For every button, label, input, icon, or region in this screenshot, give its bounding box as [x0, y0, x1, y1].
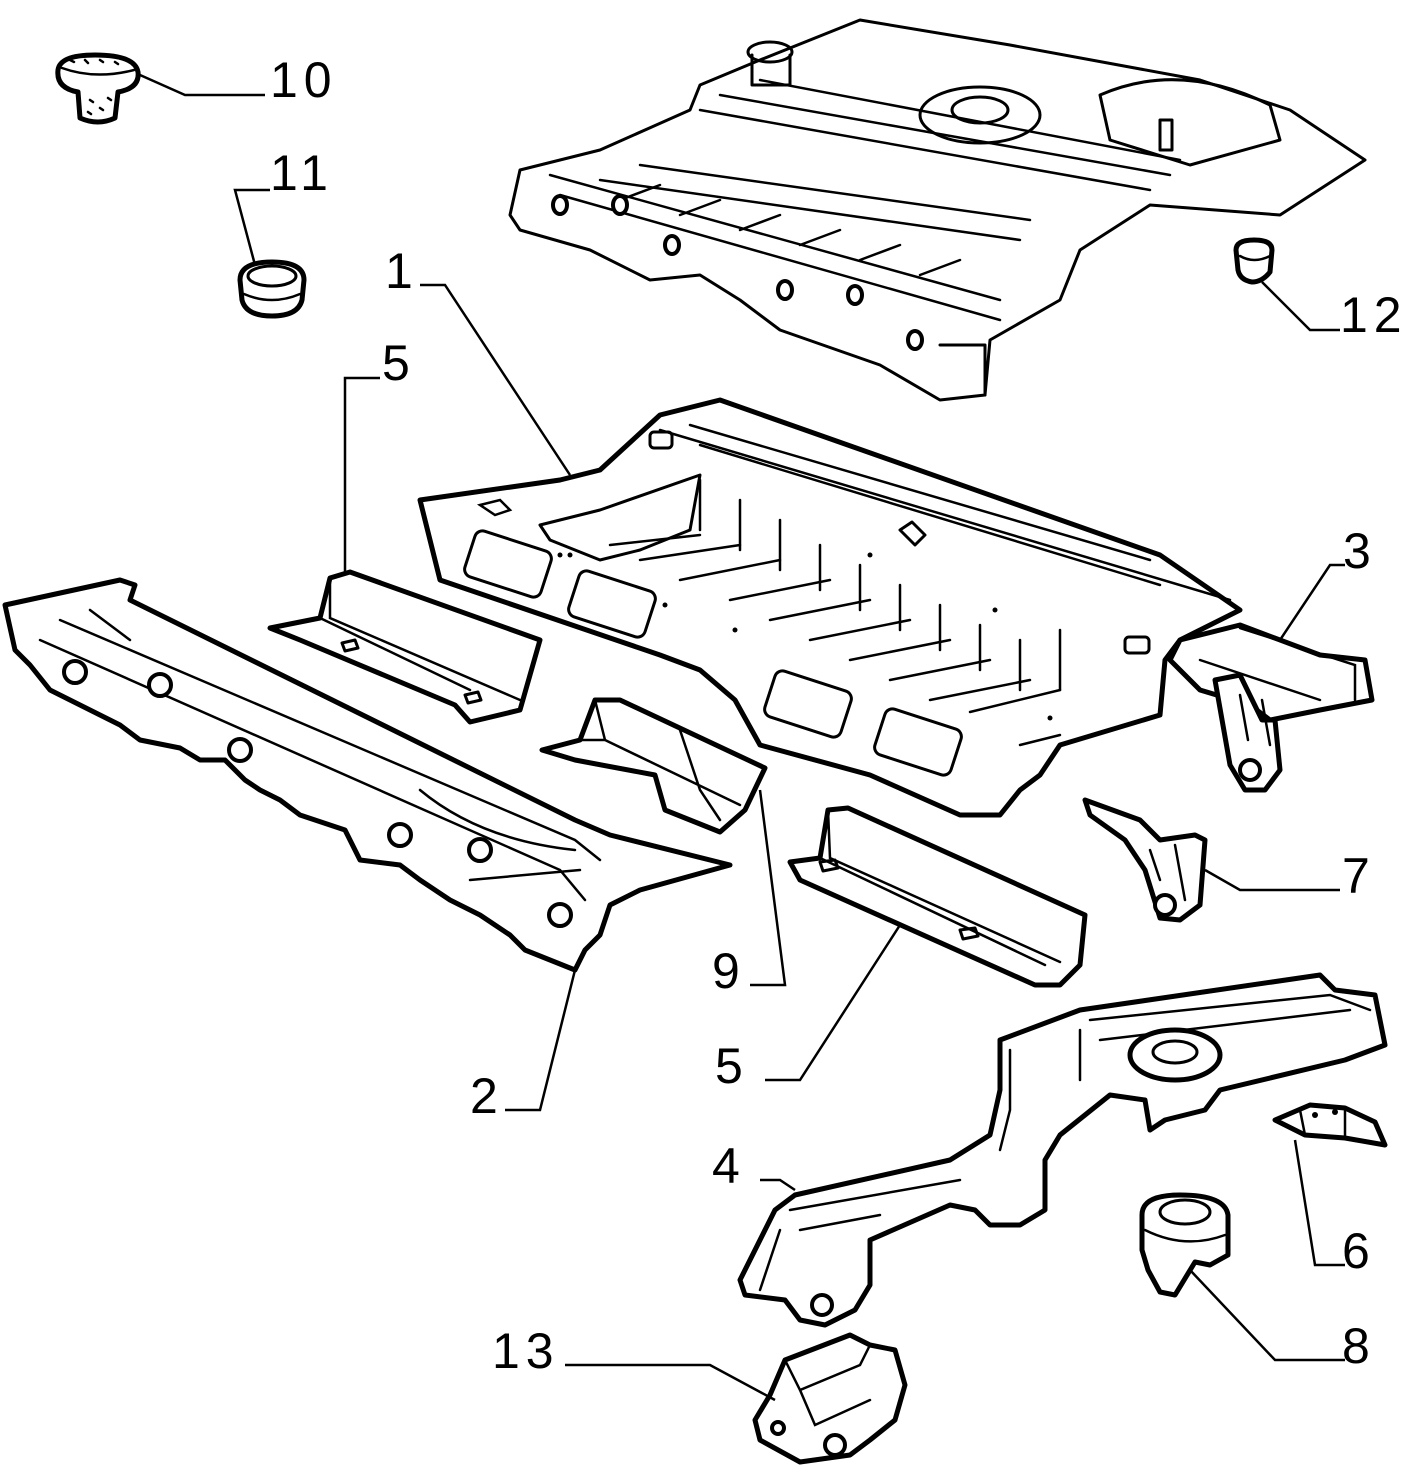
leader-2: [505, 969, 577, 1112]
leader-3: [1278, 563, 1345, 641]
leader-7: [1204, 868, 1340, 892]
leader-5b: [765, 924, 902, 1082]
leader-13: [565, 1363, 776, 1402]
callout-9: 9: [712, 943, 746, 999]
callout-11: 11: [270, 145, 334, 201]
part-5-lower-bracket: [787, 805, 1088, 988]
part-10-plug: [55, 52, 141, 125]
floor-assembly-reference: [508, 18, 1367, 402]
leader-11: [233, 188, 270, 266]
callout-12: 12: [1340, 287, 1408, 343]
part-12-plug: [1233, 237, 1275, 285]
callout-5-upper: 5: [382, 335, 416, 391]
leader-1: [420, 283, 572, 476]
callout-10: 10: [270, 52, 338, 108]
leader-lines: [139, 73, 1345, 1402]
callout-6: 6: [1342, 1223, 1376, 1279]
part-9-channel: [539, 697, 768, 835]
part-4-frame-rail: [737, 972, 1388, 1328]
leader-6: [1293, 1139, 1345, 1267]
part-8-mount: [1139, 1192, 1231, 1298]
part-6-bracket: [1272, 1102, 1388, 1148]
callout-13: 13: [492, 1323, 560, 1379]
callout-8: 8: [1342, 1318, 1376, 1374]
part-1-floor-panel: [417, 397, 1243, 818]
leader-12: [1261, 281, 1340, 332]
callout-2: 2: [470, 1068, 504, 1124]
callout-5-lower: 5: [715, 1038, 749, 1094]
leader-5a: [343, 376, 380, 573]
callout-1: 1: [385, 243, 419, 299]
part-11-grommet: [237, 259, 307, 319]
part-5-upper-bracket: [267, 569, 543, 725]
callout-3: 3: [1343, 523, 1377, 579]
part-13-mount: [752, 1332, 908, 1465]
leader-10: [139, 73, 265, 97]
leader-8: [1189, 1269, 1345, 1362]
callout-labels: 10 11 12 1 5 3 7 9 5 2 4 6 8 13: [270, 52, 1408, 1379]
part-2-side-rail: [2, 577, 733, 973]
callout-7: 7: [1342, 848, 1376, 904]
leader-9: [750, 789, 787, 987]
callout-4: 4: [712, 1138, 746, 1194]
leader-4: [760, 1178, 796, 1192]
part-7-bracket: [1082, 797, 1208, 923]
part-3-rear-crossmember: [1167, 622, 1375, 793]
